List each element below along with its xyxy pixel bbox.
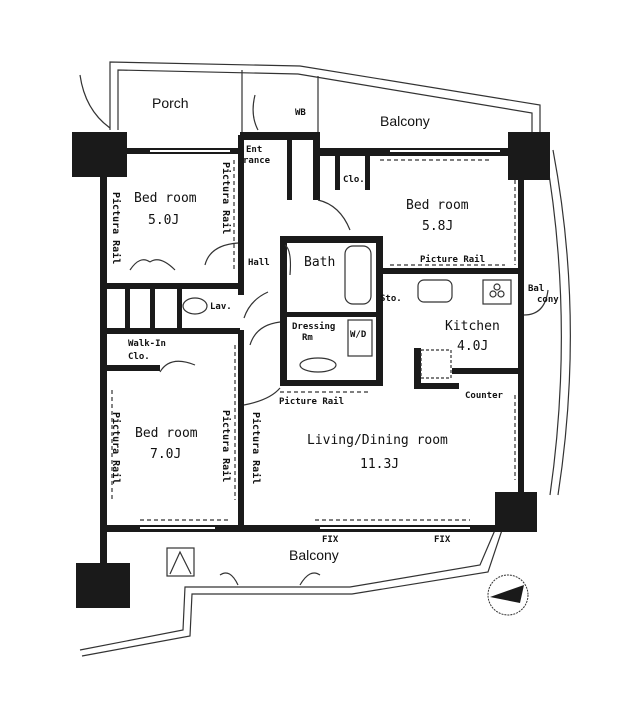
bedroom3-size: 7.0J [150,447,182,462]
entrance-label-1: Ent [246,145,263,155]
balcony-south-label: Balcony [289,547,339,563]
hall-label: Hall [248,258,270,268]
living-size: 11.3J [360,457,400,472]
picture-rail-bedroom1-west: Pictura Rail [110,192,121,265]
balcony-east-label-2: cony [537,295,559,305]
bedroom2-label: Bed room [406,198,469,213]
balcony-east-label-1: Bal [528,284,545,294]
walkin-label-1: Walk-In [128,339,166,349]
picture-rail-bedroom1-east: Pictura Rail [220,162,231,235]
living-label: Living/Dining room [307,433,448,448]
bath-label: Bath [304,255,336,270]
picture-rail-bedroom3-east: Pictura Rail [220,410,231,483]
bedroom1-size: 5.0J [148,213,180,228]
fix-right-label: FIX [434,535,451,545]
bedroom3-label: Bed room [135,426,198,441]
picture-rail-bedroom3-west: Pictura Rail [110,412,121,485]
dressing-label-1: Dressing [292,322,336,332]
bedroom1-label: Bed room [134,191,197,206]
north-arrow-icon [487,574,529,616]
walkin-label-2: Clo. [128,352,150,362]
picture-rail-living-west: Pictura Rail [250,412,261,485]
porch-label: Porch [152,95,189,111]
picture-rail-living: Picture Rail [279,397,345,407]
sto-label: Sto. [380,294,402,304]
kitchen-size: 4.0J [457,339,489,354]
kitchen-label: Kitchen [445,319,500,334]
balcony-north-label: Balcony [380,113,430,129]
picture-rail-bedroom2: Picture Rail [420,255,486,265]
wd-label: W/D [350,330,367,340]
wb-label: WB [295,108,306,118]
lav-label: Lav. [210,302,232,312]
entrance-label-2: rance [243,156,271,166]
fix-left-label: FIX [322,535,339,545]
bedroom2-size: 5.8J [422,219,454,234]
counter-label: Counter [465,391,503,401]
clo-north-label: Clo. [343,175,365,185]
dressing-label-2: Rm [302,333,313,343]
